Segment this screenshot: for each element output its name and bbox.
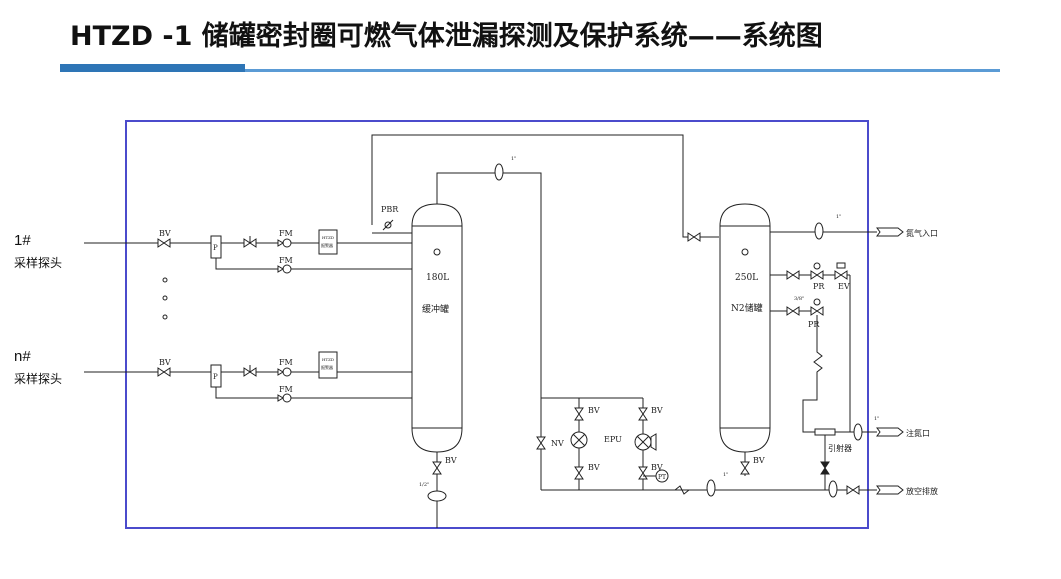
epu-valve-upper-1 xyxy=(574,407,584,421)
gauge-n2-inlet xyxy=(814,222,824,240)
detector-model-n: HTZD xyxy=(322,357,334,362)
buffer-tank-name: 缓冲罐 xyxy=(422,303,449,315)
epu-label: EPU xyxy=(604,435,622,444)
size-label-top: 1" xyxy=(511,156,516,162)
n2-tank-name: N2储罐 xyxy=(731,302,763,314)
fm-label-1a: FM xyxy=(279,229,293,238)
pt-label: PT xyxy=(658,474,666,481)
nv-label: NV xyxy=(551,439,564,448)
injection-label: 注氮口 xyxy=(906,428,930,438)
n2-tank-gauge xyxy=(741,248,749,256)
epu-pump-2 xyxy=(634,433,657,451)
ejector-valve xyxy=(820,461,830,475)
ev-valve xyxy=(834,262,848,280)
pr-regulator-2 xyxy=(810,298,824,316)
bv-valve-n xyxy=(157,367,171,377)
size-label-injection: 1" xyxy=(874,416,879,422)
size-label-buffer: 1/2" xyxy=(419,482,429,488)
epu-pump-1 xyxy=(570,431,588,449)
bv-label-epu1a: BV xyxy=(588,406,600,415)
epu-valve-upper-2 xyxy=(638,407,648,421)
bv-label-epu1b: BV xyxy=(588,463,600,472)
page-title: HTZD -1 储罐密封圈可燃气体泄漏探测及保护系统——系统图 xyxy=(70,21,823,52)
probe-1-id: 1# xyxy=(14,232,31,249)
buffer-tank-volume: 180L xyxy=(426,273,449,283)
n2-tank-volume: 250L xyxy=(735,273,758,283)
probe-1-desc: 采样探头 xyxy=(14,256,63,270)
gauge-1in-bottom xyxy=(706,479,716,497)
buffer-tank xyxy=(411,203,463,453)
pbr-label: PBR xyxy=(381,205,399,214)
size-label-bottom: 1" xyxy=(723,472,728,478)
n2-inlet-arrow xyxy=(876,227,904,237)
probe-n-bypass xyxy=(215,387,412,399)
buffer-drain-valve xyxy=(432,461,442,475)
pr-regulator-1 xyxy=(810,262,824,280)
gauge-injection xyxy=(853,423,863,441)
detector-1 xyxy=(318,229,338,255)
ellipsis-dots xyxy=(162,277,168,320)
pt-gauge xyxy=(643,469,669,483)
gauge-half-buffer xyxy=(427,490,447,502)
p-label-n: P xyxy=(213,373,218,381)
check-valve-1 xyxy=(243,236,257,248)
ejector xyxy=(814,428,836,436)
pr-line-2-down xyxy=(802,315,823,433)
n2-storage-tank xyxy=(719,203,771,453)
p-label-1: P xyxy=(213,244,218,252)
check-valve-n xyxy=(243,365,257,377)
bv-label-n: BV xyxy=(159,358,171,367)
flex-joint-bottom xyxy=(674,485,690,495)
pr-valve-1 xyxy=(786,270,800,280)
flowmeter-1a xyxy=(277,238,292,248)
epu-valve-lower-2 xyxy=(638,466,648,480)
probe-1-bypass xyxy=(215,258,412,270)
gauge-1in-top xyxy=(494,163,504,181)
nv-valve xyxy=(536,436,546,450)
detector-label-n: 报警器 xyxy=(321,364,333,370)
pr-label-2: PR xyxy=(808,320,820,329)
fm-label-1b: FM xyxy=(279,256,293,265)
size-label-pr: 3/8" xyxy=(794,296,804,302)
inlet-valve-n2 xyxy=(687,232,701,242)
pr-label-1: PR xyxy=(813,282,825,291)
fm-label-na: FM xyxy=(279,358,293,367)
pressure-box-1 xyxy=(210,235,222,259)
buffer-tank-outlet-line xyxy=(436,172,542,490)
flowmeter-1b xyxy=(277,264,292,274)
size-label-inlet: 1" xyxy=(836,214,841,220)
epu-valve-lower-1 xyxy=(574,466,584,480)
vent-arrow xyxy=(876,485,904,495)
n2-drain-valve xyxy=(740,461,750,475)
bv-label-n2: BV xyxy=(753,456,765,465)
ejector-label: 引射器 xyxy=(828,443,852,453)
bv-label-epu2b: BV xyxy=(651,463,663,472)
detector-model-1: HTZD xyxy=(322,235,334,240)
bv-label-epu2a: BV xyxy=(651,406,663,415)
buffer-tank-gauge xyxy=(433,248,441,256)
probe-n-desc: 采样探头 xyxy=(14,372,63,386)
detector-n xyxy=(318,351,338,379)
bv-label-buffer: BV xyxy=(445,456,457,465)
gauge-vent xyxy=(828,480,838,498)
vent-label: 放空排放 xyxy=(906,486,938,496)
title-underline-accent xyxy=(60,64,245,72)
pressure-box-n xyxy=(210,364,222,388)
flowmeter-na xyxy=(277,367,292,377)
diagram-frame xyxy=(125,120,869,529)
flowmeter-nb xyxy=(277,393,292,403)
n2-inlet-label: 氮气入口 xyxy=(906,228,938,238)
pbr-valve xyxy=(382,219,394,231)
detector-label-1: 报警器 xyxy=(321,242,333,248)
bv-label-1: BV xyxy=(159,229,171,238)
title-underline xyxy=(245,69,1000,72)
ev-label: EV xyxy=(838,282,850,291)
fm-label-nb: FM xyxy=(279,385,293,394)
injection-arrow xyxy=(876,427,904,437)
probe-n-id: n# xyxy=(14,348,31,365)
bv-valve-1 xyxy=(157,238,171,248)
vent-valve xyxy=(846,485,860,495)
pr-valve-2 xyxy=(786,306,800,316)
